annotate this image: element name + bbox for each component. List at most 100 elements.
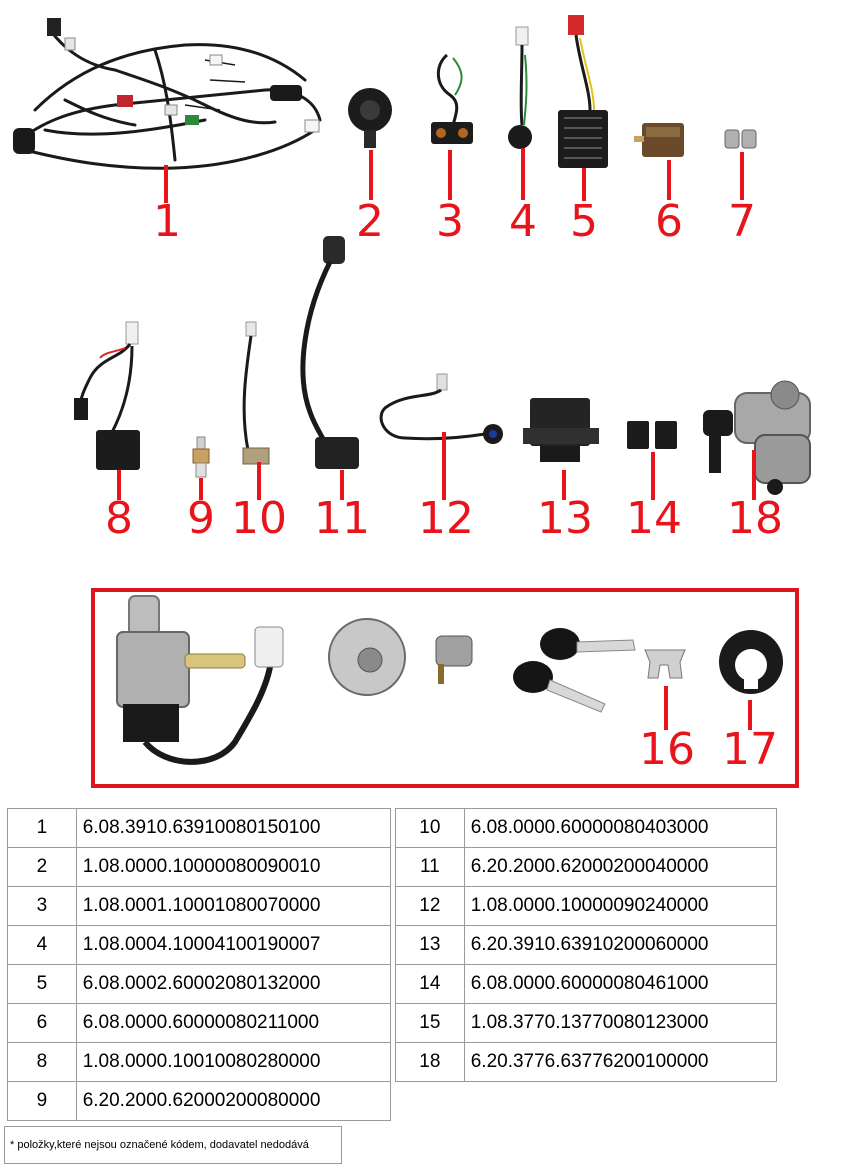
callout-leader-line	[748, 700, 752, 730]
nuts-image	[724, 129, 757, 149]
callout-number: 8	[105, 493, 133, 544]
callout-leader-line	[199, 478, 203, 500]
item-number: 3	[7, 886, 77, 926]
wiring-harness-image	[13, 18, 322, 170]
callout-leader-line	[117, 470, 121, 500]
retaining-clip-image	[644, 649, 686, 679]
item-number: 10	[395, 808, 465, 848]
part-code: 1.08.0004.10004100190007	[75, 925, 392, 965]
part-code: 1.08.0000.10000080090010	[75, 847, 392, 887]
callout-number: 14	[626, 493, 682, 544]
part-code: 6.08.0000.60000080461000	[463, 964, 778, 1004]
sensor-image	[508, 26, 532, 149]
part-code: 6.20.2000.62000200040000	[463, 847, 778, 887]
part-code: 6.08.0002.60002080132000	[75, 964, 392, 1004]
item-number: 8	[7, 1042, 77, 1082]
ignition-kit-frame	[91, 588, 799, 788]
part-code: 6.08.0000.60000080211000	[75, 1003, 392, 1043]
callout-number: 2	[356, 196, 384, 247]
item-number: 2	[7, 847, 77, 887]
regulator-rectifier-image	[558, 15, 608, 168]
callout-number: 17	[722, 724, 778, 775]
part-code: 6.20.3910.63910200060000	[463, 925, 778, 965]
callout-number: 7	[728, 196, 756, 247]
callout-number: 1	[153, 196, 181, 247]
callout-leader-line	[740, 152, 744, 200]
item-number: 13	[395, 925, 465, 965]
callout-number: 9	[187, 493, 215, 544]
item-number: 15	[395, 1003, 465, 1043]
callout-leader-line	[442, 432, 446, 500]
callout-number: 3	[436, 196, 464, 247]
callout-number: 12	[418, 493, 474, 544]
callout-leader-line	[340, 470, 344, 500]
rubber-cover-image	[719, 630, 783, 694]
relays-image	[627, 421, 677, 449]
throttle-body-image	[703, 380, 811, 495]
sensor-cable-image	[379, 373, 503, 444]
item-number: 14	[395, 964, 465, 1004]
callout-leader-line	[257, 462, 261, 500]
item-number: 6	[7, 1003, 77, 1043]
callout-leader-line	[521, 148, 525, 200]
part-code: 6.08.3910.63910080150100	[75, 808, 392, 848]
starter-relay-image	[431, 53, 473, 144]
part-code: 1.08.0000.10000090240000	[463, 886, 778, 926]
callout-number: 16	[639, 724, 695, 775]
callout-leader-line	[752, 450, 756, 500]
callout-leader-line	[562, 470, 566, 500]
keys-image	[513, 628, 636, 713]
callout-leader-line	[582, 168, 586, 201]
callout-leader-line	[448, 150, 452, 200]
part-code: 1.08.0000.10010080280000	[75, 1042, 392, 1082]
lock-cylinder-image	[435, 635, 473, 684]
part-code: 6.08.0000.60000080403000	[463, 808, 778, 848]
item-number: 5	[7, 964, 77, 1004]
callout-number: 6	[655, 196, 683, 247]
ignition-coil-image	[300, 236, 359, 469]
callout-number: 5	[570, 196, 598, 247]
control-unit-image	[523, 398, 599, 462]
callout-leader-line	[664, 686, 668, 730]
supplier-footnote: * položky,které nejsou označené kódem, d…	[4, 1126, 342, 1164]
callout-leader-line	[651, 452, 655, 500]
callout-number: 4	[509, 196, 537, 247]
oxygen-sensor-image	[242, 321, 270, 465]
item-number: 4	[7, 925, 77, 965]
part-code: 6.20.3776.63776200100000	[463, 1042, 778, 1082]
callout-leader-line	[369, 150, 373, 200]
temperature-sender-image	[192, 436, 210, 478]
part-code: 1.08.0001.10001080070000	[75, 886, 392, 926]
callout-number: 11	[314, 493, 370, 544]
callout-number: 13	[537, 493, 593, 544]
ignition-switch-image	[116, 595, 284, 765]
callout-number: 18	[727, 493, 783, 544]
item-number: 9	[7, 1081, 77, 1121]
item-number: 1	[7, 808, 77, 848]
callout-number: 10	[231, 493, 287, 544]
fuel-cap-lock-image	[328, 618, 406, 696]
item-number: 18	[395, 1042, 465, 1082]
part-code: 1.08.3770.13770080123000	[463, 1003, 778, 1043]
part-code: 6.20.2000.62000200080000	[75, 1081, 392, 1121]
flasher-relay-image	[634, 123, 684, 157]
horn-image	[348, 88, 392, 148]
cdi-unit-image	[74, 321, 140, 470]
callout-leader-line	[667, 160, 671, 200]
